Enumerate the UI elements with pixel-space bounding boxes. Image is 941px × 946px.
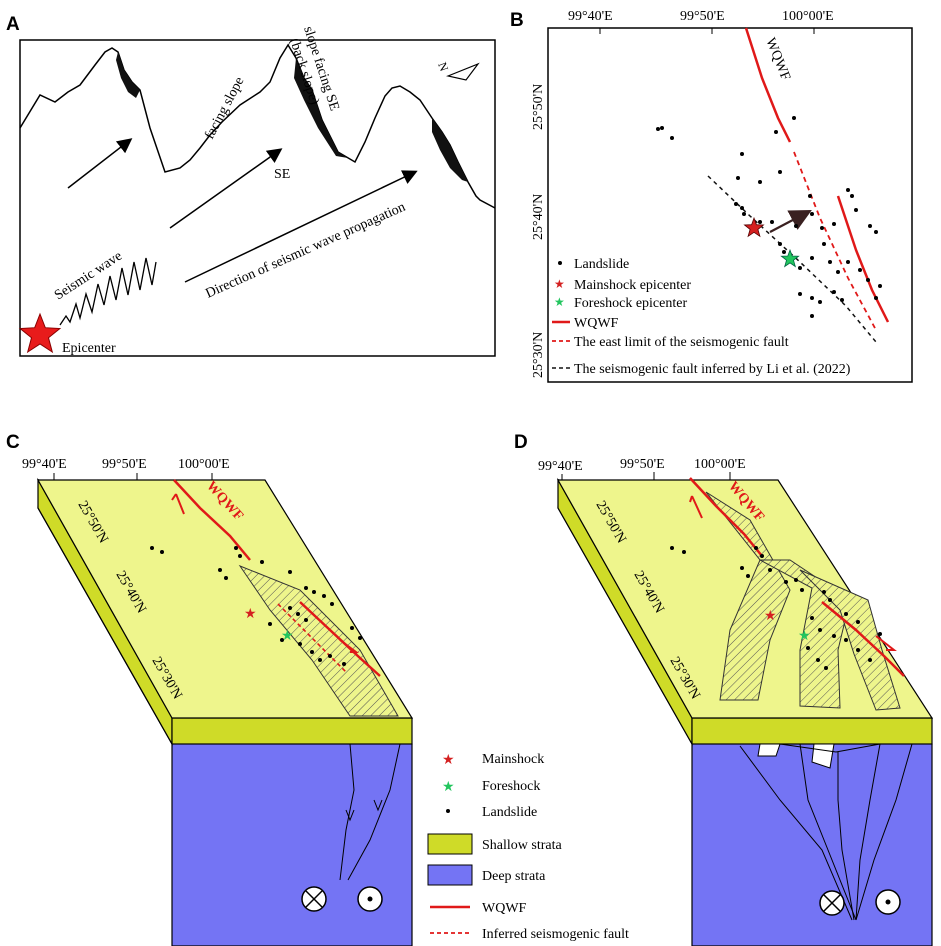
legend-label: WQWF — [482, 901, 527, 916]
arrow-icon — [373, 799, 383, 812]
left-tick-label: 25°50'N — [531, 84, 546, 130]
panel-c-label: C — [6, 432, 20, 453]
top-tick-label: 99°40'E — [568, 9, 613, 24]
fault-motion-arrow-icon — [875, 635, 897, 651]
legend-label: WQWF — [574, 316, 619, 331]
panel-d-label: D — [514, 432, 528, 453]
terrain-profile — [19, 43, 496, 209]
out-of-page-icon — [301, 886, 327, 912]
top-tick-label: 100°00'E — [782, 9, 834, 24]
foreshock-star-icon: ★ — [281, 629, 294, 644]
mainshock-star-icon: ★ — [764, 609, 777, 624]
seismic-wave-line — [59, 257, 157, 326]
panel-b-frame — [547, 27, 913, 383]
wqwf-fault-line — [689, 477, 763, 557]
fault-zone-hatch — [238, 564, 399, 717]
wqwf-fault-line — [744, 27, 792, 143]
panel-d: D 99°40'E 99°50'E 100°00'E WQWF 25°50'N … — [514, 432, 934, 946]
wqwf-fault-line — [836, 195, 890, 323]
top-tick-label: 100°00'E — [694, 457, 746, 472]
arrow-icon — [345, 809, 355, 822]
legend-box-icon — [427, 864, 473, 886]
foreshock-star-icon — [780, 248, 800, 268]
legend-label: Deep strata — [482, 869, 546, 884]
panel-b: B 99°40'E 99°50'E 100°00'E 25°50'N 25°40… — [510, 9, 913, 383]
legend-star-icon: ★ — [442, 753, 455, 768]
foreshock-star-icon: ★ — [798, 629, 811, 644]
into-page-icon — [357, 886, 383, 912]
landslide-dots — [670, 546, 882, 670]
north-arrow-icon — [445, 62, 480, 81]
fault-motion-arrow-icon — [689, 495, 703, 519]
legend-label: Landslide — [574, 257, 629, 272]
legend-star-icon: ★ — [554, 295, 565, 309]
legend-label: The east limit of the seismogenic fault — [574, 335, 789, 350]
legend-box-icon — [427, 833, 473, 855]
east-limit-fault-line — [793, 151, 877, 331]
panel-b-label: B — [510, 10, 524, 31]
legend-star-icon: ★ — [554, 277, 565, 291]
mainshock-star-icon — [743, 216, 765, 238]
legend-star-icon: ★ — [442, 780, 455, 795]
se-text: SE — [274, 167, 290, 182]
wqwf-fault-line — [173, 479, 251, 561]
subsurface-fault-line — [339, 743, 355, 881]
subsurface-fault-lines — [739, 743, 913, 921]
legend-label: Mainshock — [482, 752, 544, 767]
panel-a-label: A — [6, 14, 20, 35]
wedge-block — [757, 743, 781, 757]
panel-a: A facing slope slope facing SE (back slo… — [6, 14, 496, 357]
panel-c: C 99°40'E 99°50'E 100°00'E WQWF 25°50'N … — [6, 432, 414, 946]
top-tick-label: 99°40'E — [22, 457, 67, 472]
epicenter-text: Epicenter — [62, 341, 116, 356]
legend-dot-icon — [558, 261, 562, 265]
legend-label: Mainshock epicenter — [574, 278, 691, 293]
shallow-strata-front — [691, 717, 933, 745]
fault-motion-arrow-icon — [171, 493, 185, 515]
panel-b-legend: Landslide ★ Mainshock epicenter ★ Foresh… — [552, 257, 851, 377]
legend-bottom: ★ Mainshock ★ Foreshock Landslide Shallo… — [427, 752, 629, 942]
left-tick-label: 25°40'N — [531, 194, 546, 240]
into-page-icon — [875, 889, 901, 915]
legend-label: Landslide — [482, 805, 537, 820]
back-slope-shade-1 — [116, 52, 140, 98]
out-of-page-icon — [819, 890, 845, 916]
shallow-strata-front — [171, 717, 413, 745]
subsurface-fault-line — [347, 743, 401, 881]
landslide-dots — [656, 116, 882, 318]
landslide-dots — [150, 546, 362, 666]
top-tick-label: 99°40'E — [538, 459, 583, 474]
top-tick-label: 99°50'E — [102, 457, 147, 472]
wedge-block — [811, 743, 835, 769]
legend-label: Foreshock epicenter — [574, 296, 687, 311]
left-tick-label: 25°30'N — [531, 332, 546, 378]
wqwf-fault-line — [821, 601, 905, 677]
top-tick-label: 99°50'E — [680, 9, 725, 24]
fault-zone-hatch — [705, 491, 791, 701]
legend-dot-icon — [446, 809, 450, 813]
legend-label: Inferred seismogenic fault — [482, 927, 629, 942]
top-tick-label: 100°00'E — [178, 457, 230, 472]
back-slope-shade-3 — [432, 118, 468, 182]
fault-motion-arrow-icon — [339, 639, 359, 653]
panel-a-frame — [19, 39, 496, 357]
inferred-fault-line — [277, 603, 347, 673]
legend-label: The seismogenic fault inferred by Li et … — [574, 362, 851, 377]
legend-label: Foreshock — [482, 779, 540, 794]
legend-label: Shallow strata — [482, 838, 562, 853]
arrow-icon — [184, 170, 418, 283]
mainshock-star-icon: ★ — [244, 607, 257, 622]
back-slope-shade-2 — [294, 58, 348, 158]
epicenter-star-icon — [18, 312, 62, 354]
arrow-icon — [769, 209, 812, 233]
arrow-icon — [169, 148, 283, 229]
top-tick-label: 99°50'E — [620, 457, 665, 472]
arrow-icon — [67, 138, 133, 189]
